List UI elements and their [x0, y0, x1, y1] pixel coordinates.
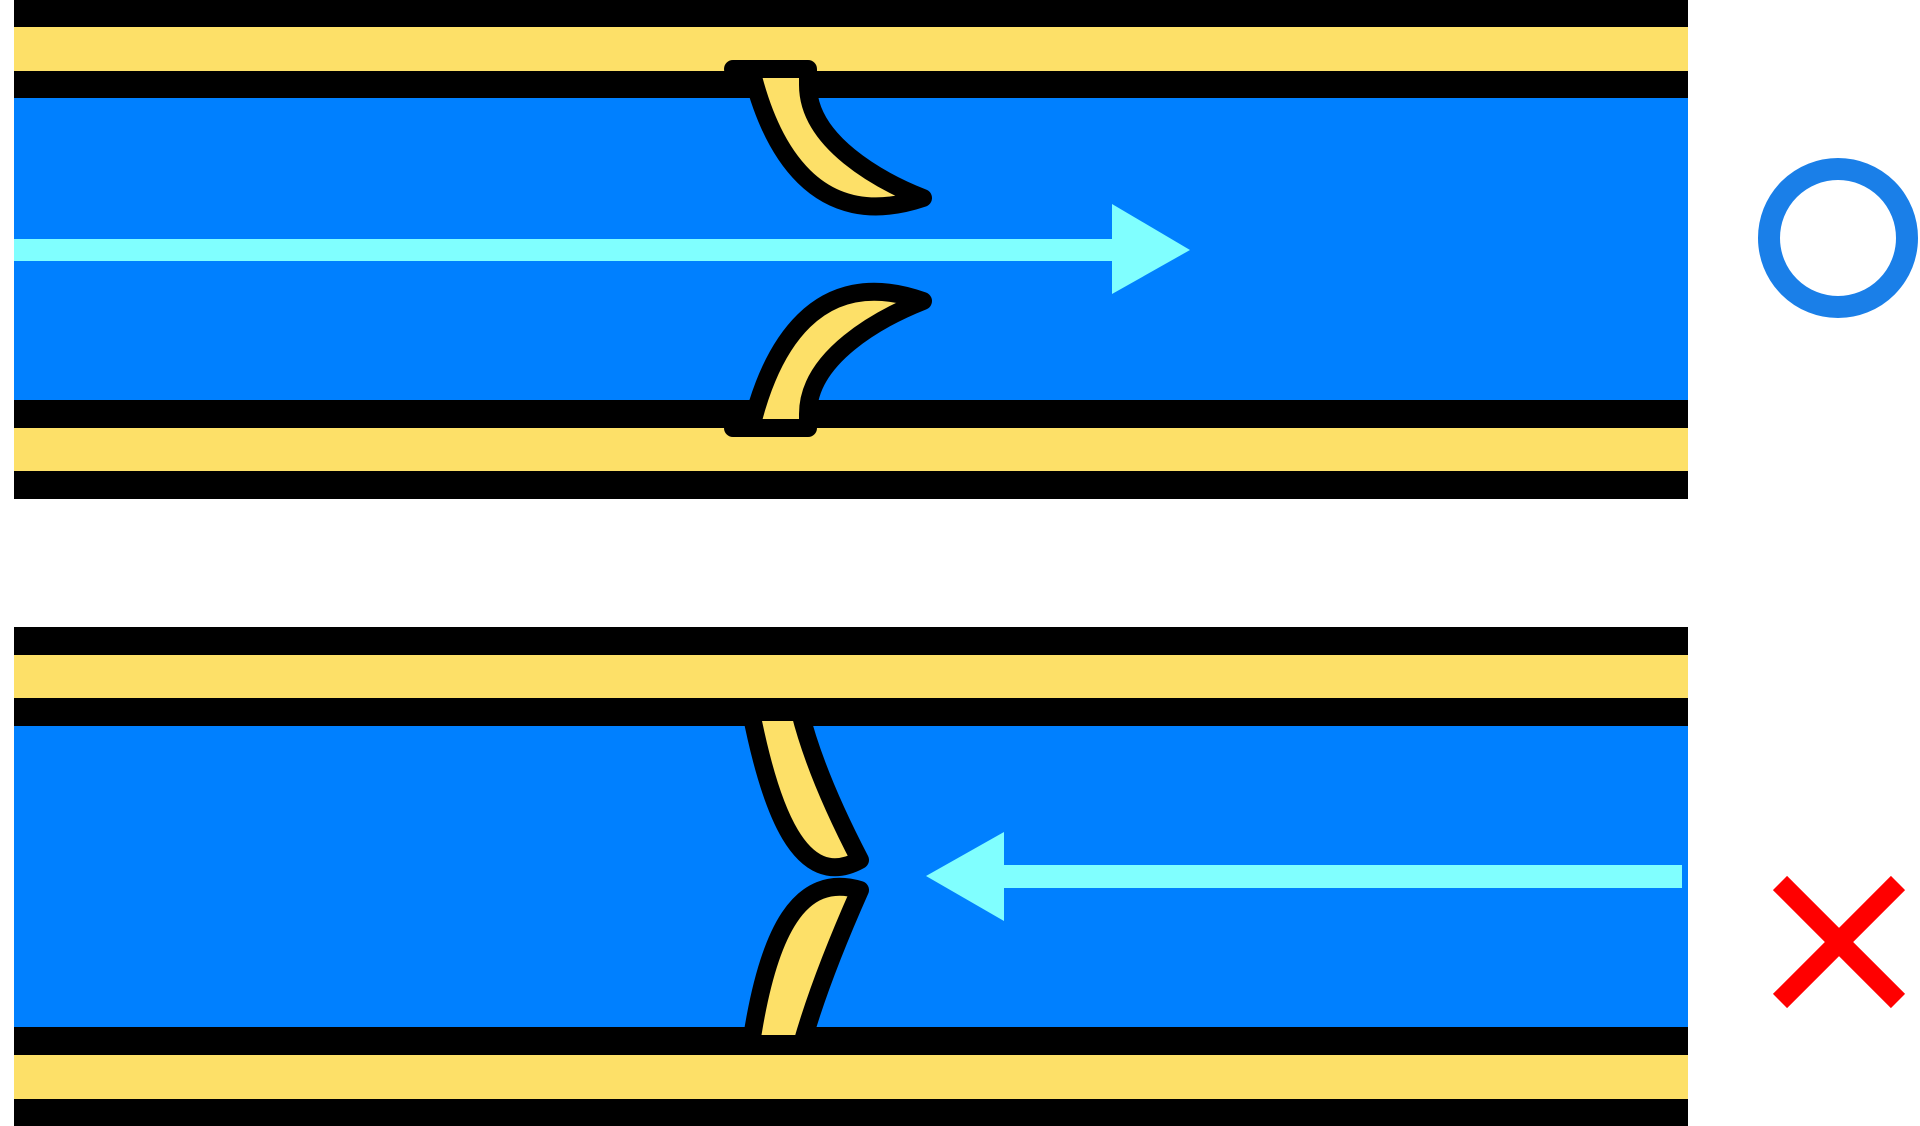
valve-leaflet-lower — [724, 877, 869, 1053]
flow-arrow-right — [14, 204, 1190, 294]
flow-arrow-left — [926, 832, 1682, 921]
valve-leaflet-lower — [724, 282, 932, 437]
vessel-wall-top — [14, 0, 1688, 98]
valve-leaflet-upper — [724, 60, 932, 216]
panel-forward-flow — [14, 0, 1918, 499]
vessel-wall-bottom — [14, 400, 1688, 499]
valve-leaflet-upper — [724, 703, 869, 877]
panel-backward-flow — [14, 627, 1906, 1126]
vessel-wall-top — [14, 627, 1688, 726]
ok-circle-mark — [1758, 158, 1918, 318]
ng-cross-mark — [1772, 875, 1906, 1009]
vessel-wall-bottom — [14, 1027, 1688, 1126]
